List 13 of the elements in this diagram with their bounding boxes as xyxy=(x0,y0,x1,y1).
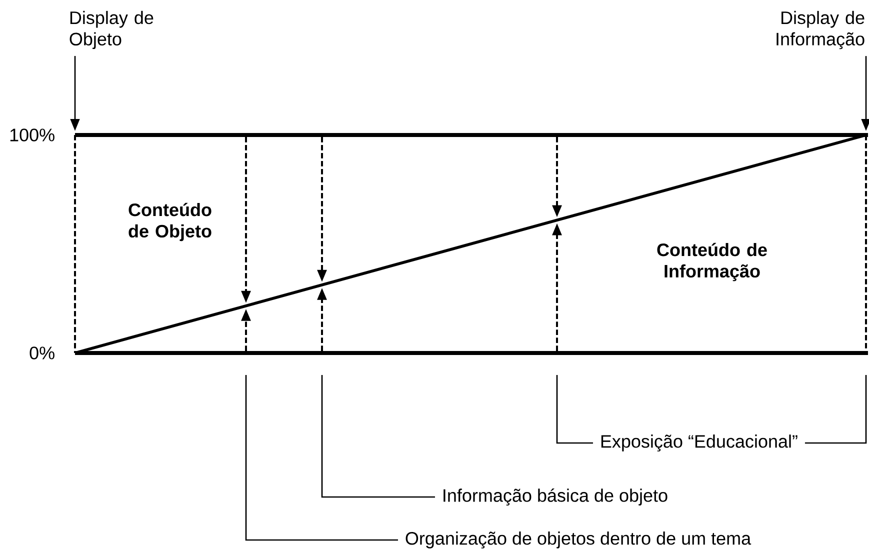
leader-line xyxy=(321,375,435,498)
leader-line xyxy=(804,375,867,444)
leader-line xyxy=(245,375,398,541)
axis-label: 0% xyxy=(30,346,54,360)
annotation-text: Organização de objetos dentro de um tema xyxy=(406,532,752,548)
axis-label: 100% xyxy=(10,128,54,142)
region-label: Conteúdo de Objeto xyxy=(128,202,212,242)
leader-line xyxy=(556,375,593,444)
annotation-text: Informação básica de objeto xyxy=(444,488,668,506)
annotation-text: Display de Objeto xyxy=(70,10,154,50)
region-label: Conteúdo de Informação xyxy=(657,242,767,282)
annotation-text: Exposição “Educacional” xyxy=(601,434,798,452)
annotation-text: Display de Informação xyxy=(776,10,864,50)
